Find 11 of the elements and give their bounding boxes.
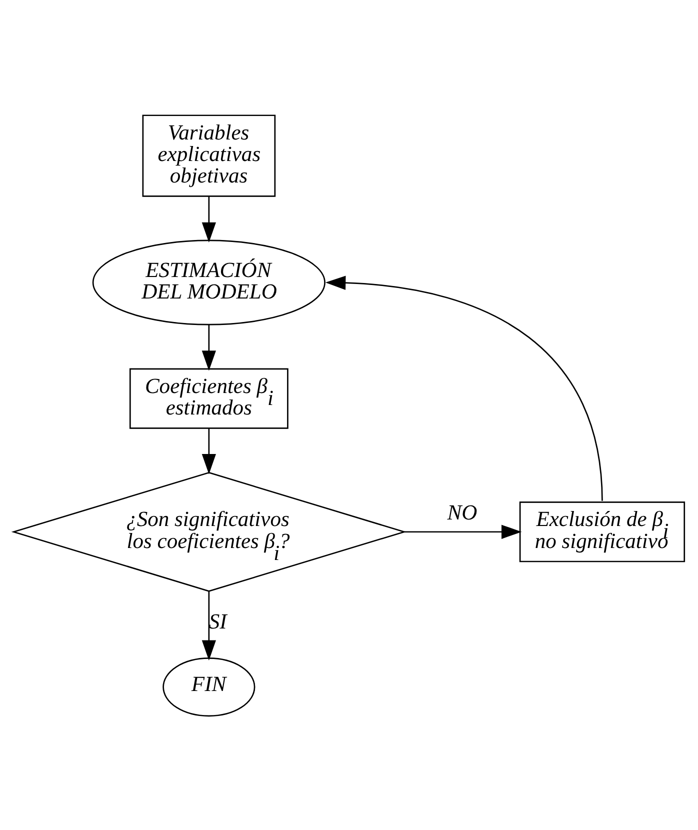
edge-label: NO [447, 500, 478, 524]
node-box: Variables explicativas objetivas [142, 114, 276, 196]
edge-label: SI [208, 609, 227, 634]
node-ellipse: FIN [162, 657, 256, 716]
arrow [202, 590, 216, 660]
node-ellipse: ESTIMACIÓN DEL MODELO [92, 239, 326, 325]
arrow [202, 196, 216, 242]
arrow [202, 324, 216, 370]
arrow [325, 275, 603, 500]
arrow [404, 524, 522, 538]
arrow [202, 428, 216, 474]
